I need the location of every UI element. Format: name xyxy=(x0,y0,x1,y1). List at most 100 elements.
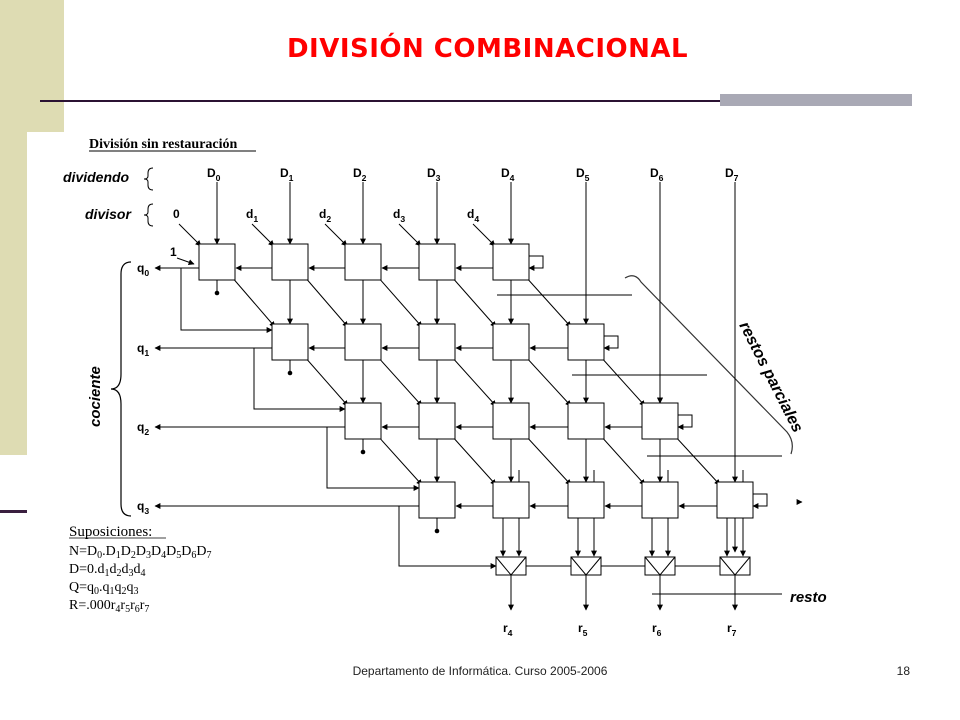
resto-label: resto xyxy=(790,589,827,606)
quotient-output-1: q1 xyxy=(137,341,149,358)
divisor-input-0: 0 xyxy=(173,207,180,221)
suposicion-line-2: Q=q0.q1q2q3 xyxy=(69,580,139,597)
dividend-input-4: D4 xyxy=(501,166,515,183)
cell-r3-c1 xyxy=(492,481,530,519)
cociente-brace xyxy=(110,261,132,517)
cell-r0-c4 xyxy=(492,243,530,281)
mux-3 xyxy=(719,556,751,576)
cell-r0-c3 xyxy=(418,243,456,281)
divisor-diag-r2-c0 xyxy=(376,434,423,486)
page-number: 18 xyxy=(896,664,910,678)
quotient-output-2: q2 xyxy=(137,420,149,437)
quotient-output-3: q3 xyxy=(137,499,149,516)
divisor-diag-r0-c3 xyxy=(450,275,497,328)
cell-r3-c3 xyxy=(641,481,679,519)
junction-dot-1 xyxy=(287,370,293,376)
cell-r1-c1 xyxy=(344,323,382,361)
remainder-output-3: r7 xyxy=(727,621,737,638)
cell-r3-c0 xyxy=(418,481,456,519)
cell-r0-c2 xyxy=(344,243,382,281)
suposiciones-heading: Suposiciones: xyxy=(69,524,152,540)
loop-wire-1 xyxy=(603,335,619,351)
title-rule-accent xyxy=(720,94,912,106)
divisor-input-2: d2 xyxy=(319,207,331,224)
divisor-diag-r2-c2 xyxy=(524,434,572,486)
mux-symbol-1 xyxy=(570,556,602,576)
cell-r3-c2 xyxy=(567,481,605,519)
divisor-label: divisor xyxy=(85,206,132,222)
cell-r2-c2 xyxy=(492,402,530,440)
divisor-wire-0 xyxy=(178,223,202,247)
cell-r2-c0 xyxy=(344,402,382,440)
slide-title: DIVISIÓN COMBINACIONAL xyxy=(286,34,689,64)
carry-in-wire xyxy=(176,257,195,266)
divisor-input-4: d4 xyxy=(467,207,479,224)
cell-r1-c4 xyxy=(567,323,605,361)
divisor-wire-2 xyxy=(324,223,348,247)
dividend-input-1: D1 xyxy=(280,166,294,183)
divider-array-diagram: División sin restauración dividendo divi… xyxy=(63,137,827,638)
divisor-wire-3 xyxy=(398,223,422,247)
loop-wire-3 xyxy=(752,493,768,509)
mux-0 xyxy=(495,556,527,576)
diagram-panel: División sin restauración dividendo divi… xyxy=(27,132,910,642)
cell-r1-c3 xyxy=(492,323,530,361)
divisor-diag-r2-c1 xyxy=(450,434,497,486)
dividendo-label: dividendo xyxy=(63,169,130,185)
restos-parciales-bracket xyxy=(624,275,793,455)
divisor-brace xyxy=(143,203,154,227)
junction-dot-0 xyxy=(214,290,220,296)
divisor-diag-r0-c0 xyxy=(230,275,276,328)
mux-symbol-0 xyxy=(495,556,527,576)
junction-dot-3 xyxy=(434,528,440,534)
remainder-output-1: r5 xyxy=(578,621,588,638)
mux-symbol-3 xyxy=(719,556,751,576)
quotient-output-0: q0 xyxy=(137,261,149,278)
suposicion-line-1: D=0.d1d2d3d4 xyxy=(69,562,146,579)
mux-symbol-2 xyxy=(644,556,676,576)
cell-r3-c4 xyxy=(716,481,754,519)
divisor-diag-r1-c4 xyxy=(599,355,646,407)
mux-2 xyxy=(644,556,676,576)
divisor-diag-r2-c4 xyxy=(673,434,721,486)
carry-in-label: 1 xyxy=(170,245,177,259)
cell-r2-c1 xyxy=(418,402,456,440)
divisor-diag-r1-c0 xyxy=(303,355,349,407)
divisor-input-1: d1 xyxy=(246,207,258,224)
divisor-wire-1 xyxy=(251,223,275,247)
loop-wire-0 xyxy=(528,255,544,271)
control-wire-0 xyxy=(180,268,273,333)
mux-1 xyxy=(570,556,602,576)
cell-r2-c4 xyxy=(641,402,679,440)
remainder-output-0: r4 xyxy=(503,621,513,638)
cell-array xyxy=(198,243,754,576)
divisor-diag-r2-c3 xyxy=(599,434,646,486)
mux-select-wire xyxy=(398,506,497,569)
junction-dot-2 xyxy=(360,449,366,455)
loop-wire-2 xyxy=(677,414,693,430)
side-band-accent xyxy=(0,510,28,513)
cell-r1-c2 xyxy=(418,323,456,361)
dividendo-brace xyxy=(143,167,154,191)
suposicion-line-0: N=D0.D1D2D3D4D5D6D7 xyxy=(69,544,212,561)
footer-text: Departamento de Informática. Curso 2005-… xyxy=(352,664,608,678)
title-rule xyxy=(40,100,912,102)
diagram-heading: División sin restauración xyxy=(89,137,238,152)
suposiciones-lines: N=D0.D1D2D3D4D5D6D7D=0.d1d2d3d4Q=q0.q1q2… xyxy=(69,544,212,615)
dividend-input-7: D7 xyxy=(725,166,739,183)
dividend-input-5: D5 xyxy=(576,166,590,183)
dividend-input-3: D3 xyxy=(427,166,441,183)
remainder-output-2: r6 xyxy=(652,621,662,638)
divisor-diag-r1-c1 xyxy=(376,355,423,407)
cell-r2-c3 xyxy=(567,402,605,440)
dividend-input-6: D6 xyxy=(650,166,664,183)
divisor-diag-r0-c1 xyxy=(303,275,349,328)
control-wire-1 xyxy=(253,348,346,412)
wiring xyxy=(154,182,803,611)
divisor-input-3: d3 xyxy=(393,207,405,224)
restos-parciales-label: restos parciales xyxy=(735,319,806,435)
divisor-diag-r0-c4 xyxy=(524,275,572,328)
cociente-label: cociente xyxy=(87,366,104,427)
cell-r0-c1 xyxy=(271,243,309,281)
